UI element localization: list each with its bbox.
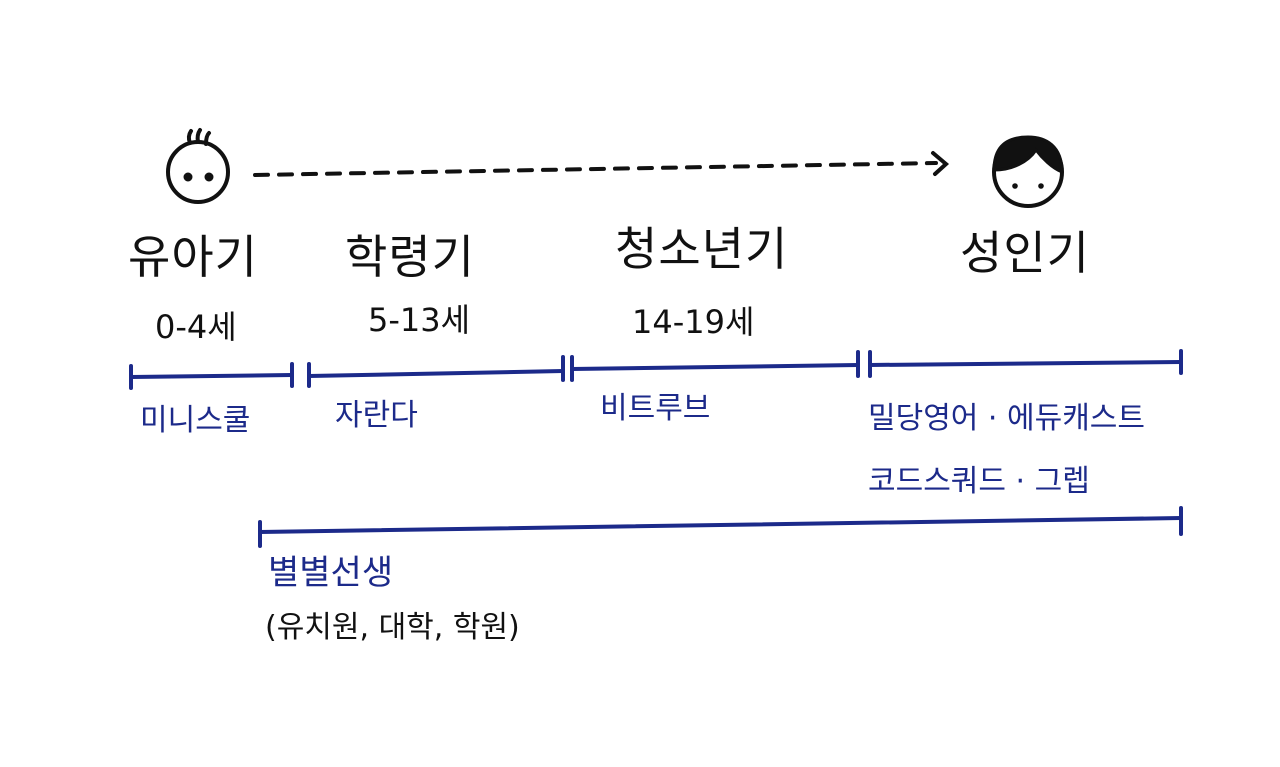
baby-face-icon — [166, 128, 230, 204]
service-label-infant: 미니스쿨 — [140, 403, 251, 438]
service-label-school-age: 자란다 — [335, 398, 418, 433]
stage-age-youth: 14-19세 — [632, 303, 755, 341]
service-label-adult-2: 코드스쿼드 · 그렙 — [868, 464, 1090, 499]
span-service-name: 별별선생 — [268, 553, 394, 593]
stage-name-adult: 성인기 — [960, 226, 1090, 280]
timeline-segment-span — [258, 506, 1183, 548]
timeline-segment-youth — [570, 350, 860, 382]
stage-age-infant: 0-4세 — [155, 308, 237, 346]
dashed-arrow-icon — [253, 151, 950, 177]
stage-name-infant: 유아기 — [128, 230, 258, 284]
timeline-segment-school-age — [307, 355, 565, 388]
stage-age-school-age: 5-13세 — [368, 301, 471, 339]
timeline-segment-adult — [868, 349, 1183, 378]
service-label-youth: 비트루브 — [600, 391, 711, 426]
span-service-detail: (유치원, 대학, 학원) — [265, 610, 520, 645]
service-label-adult-1: 밀당영어 · 에듀캐스트 — [868, 401, 1146, 436]
stage-name-school-age: 학령기 — [345, 230, 475, 284]
timeline-segment-infant — [129, 362, 294, 390]
stage-name-youth: 청소년기 — [615, 222, 789, 276]
adult-face-icon — [992, 135, 1064, 208]
